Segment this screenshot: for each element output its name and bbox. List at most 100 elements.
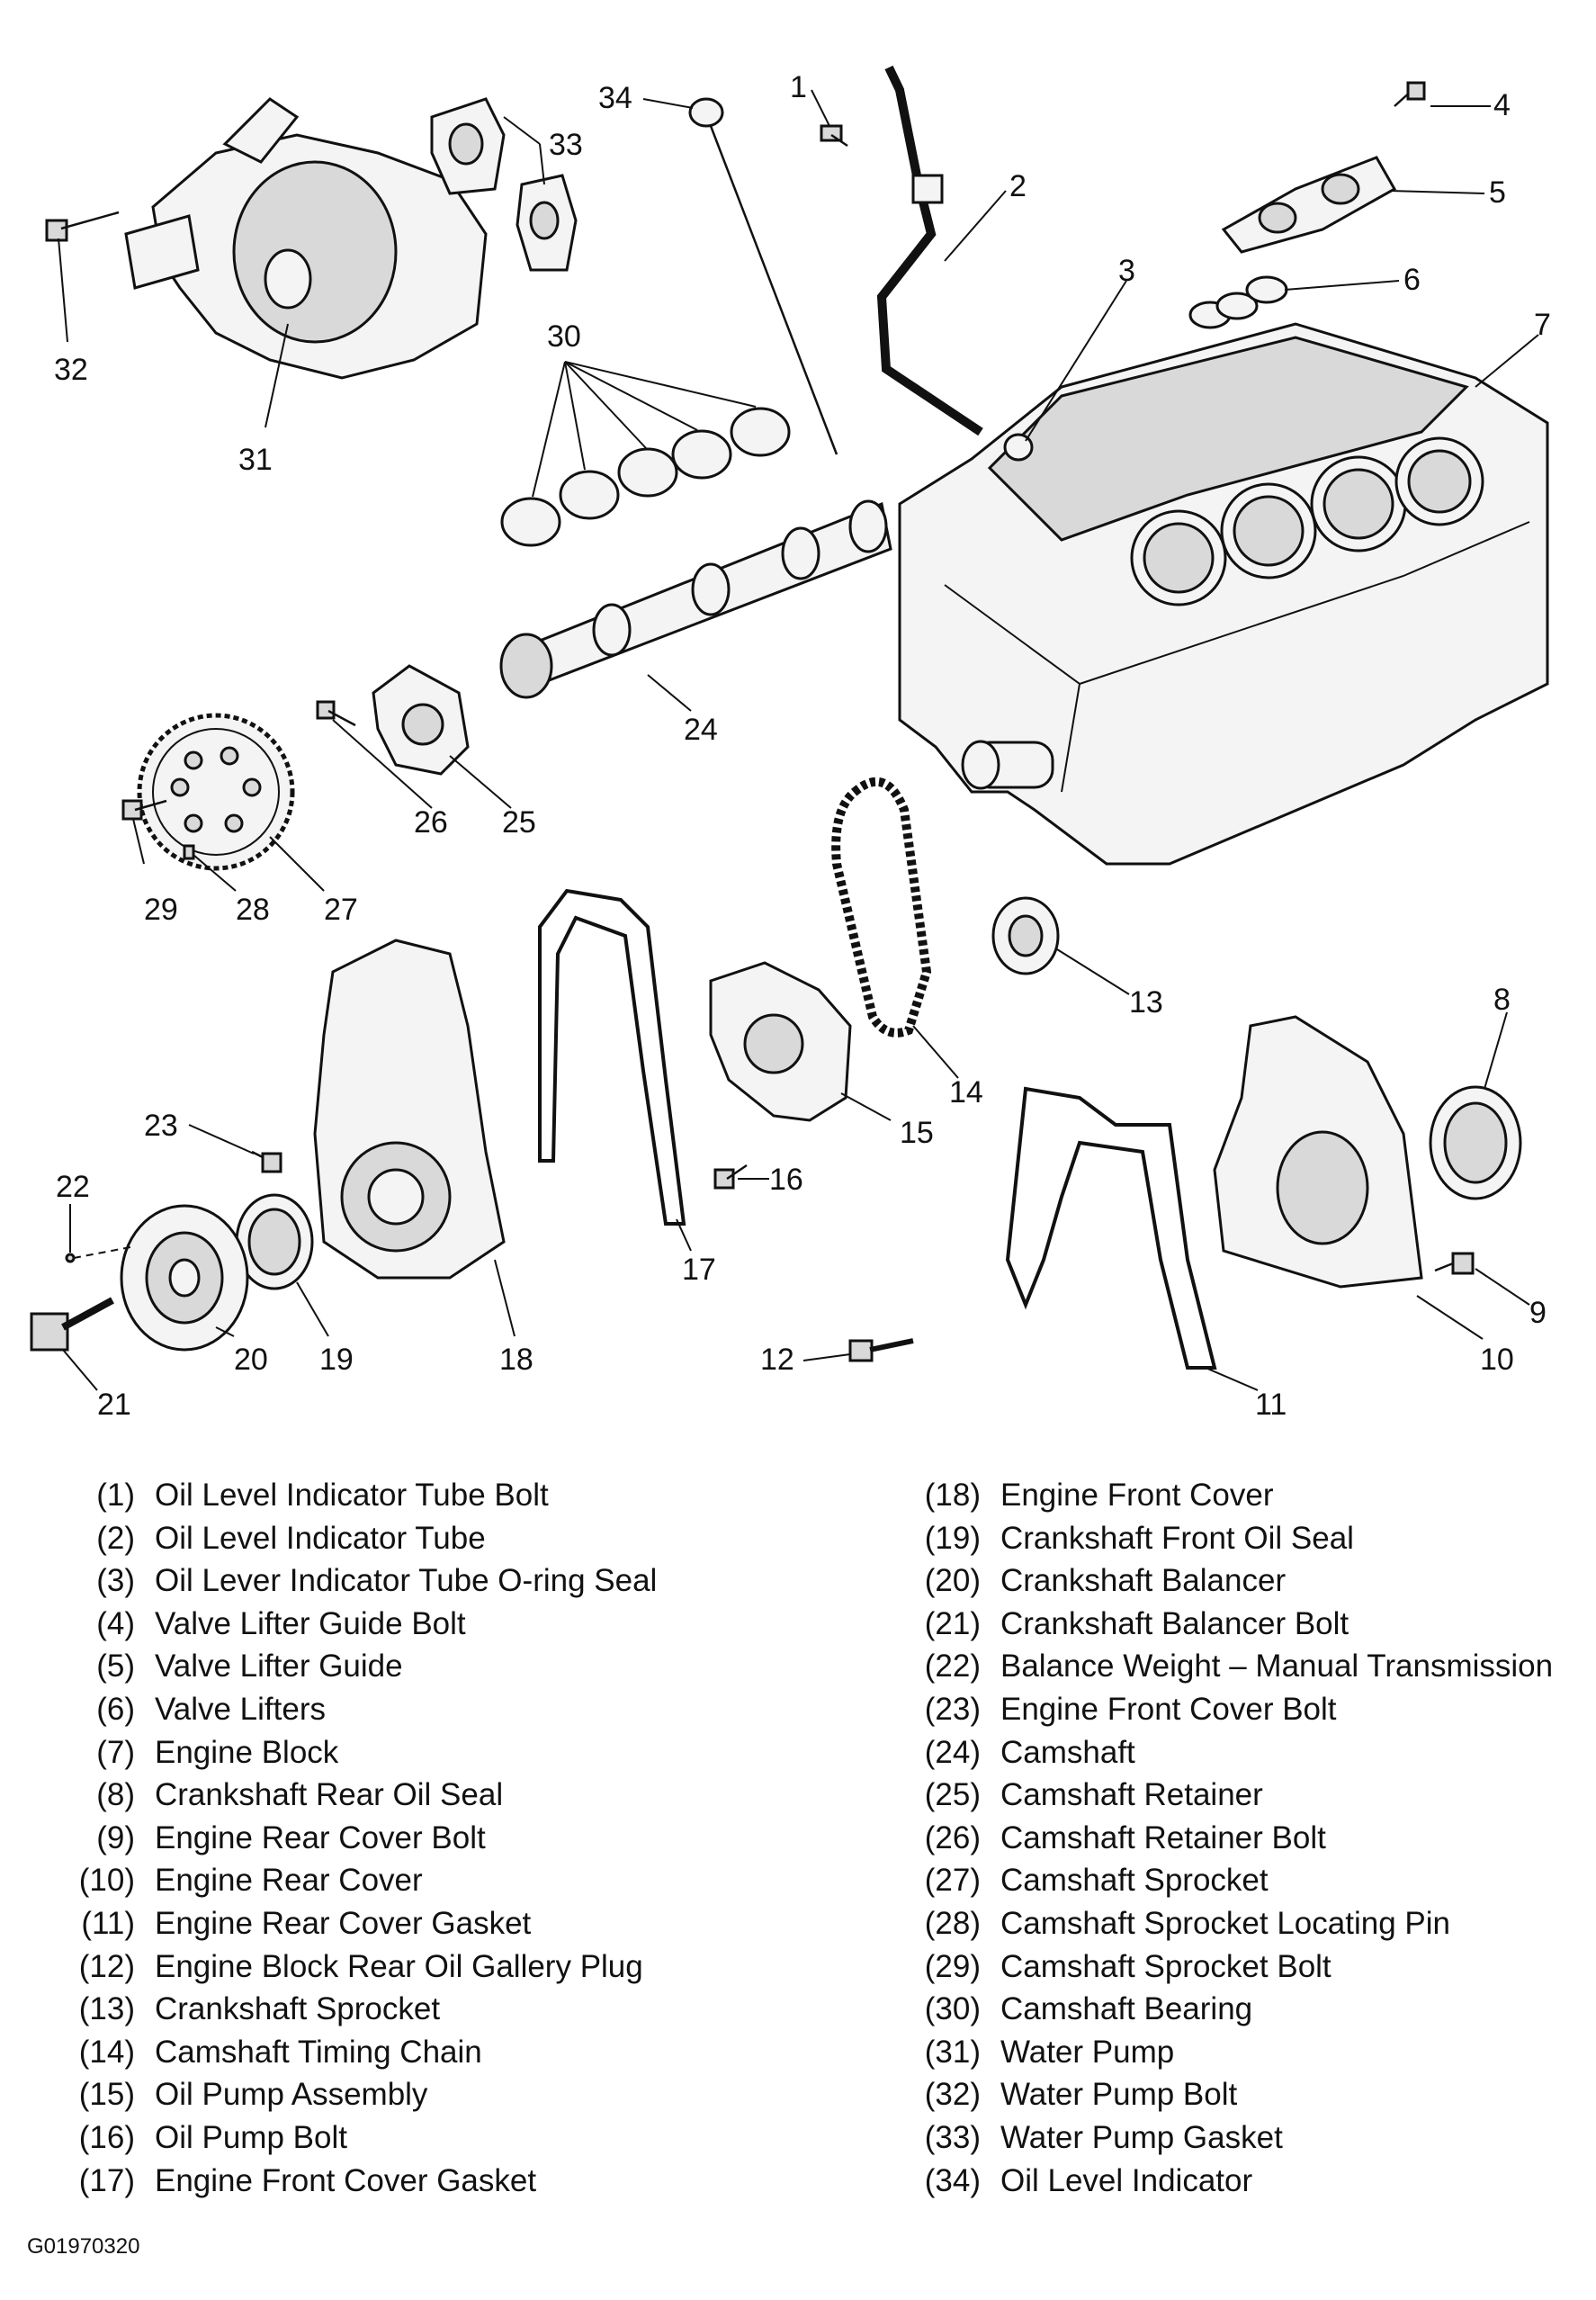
legend-label: Oil Level Indicator Tube Bolt bbox=[155, 1478, 549, 1513]
exploded-engine-diagram: 1 2 3 4 5 6 7 8 9 10 11 12 13 14 15 16 1… bbox=[30, 65, 1551, 1422]
legend-item: (24) Camshaft bbox=[877, 1731, 1553, 1774]
camshaft-retainer bbox=[372, 664, 470, 776]
callout-25: 25 bbox=[502, 805, 536, 840]
legend-item: (23)Engine Front Cover Bolt bbox=[877, 1688, 1553, 1731]
legend-item: (19)Crankshaft Front Oil Seal bbox=[877, 1517, 1553, 1560]
legend-item: (22)Balance Weight – Manual Transmission bbox=[877, 1645, 1553, 1688]
legend-item: (12)Engine Block Rear Oil Gallery Plug bbox=[27, 1945, 657, 1989]
legend-item: (10)Engine Rear Cover bbox=[27, 1859, 657, 1902]
water-pump bbox=[124, 97, 488, 380]
callout-26: 26 bbox=[414, 805, 448, 840]
legend-item: (9)Engine Rear Cover Bolt bbox=[27, 1817, 657, 1860]
legend-item: (14) Camshaft Timing Chain bbox=[27, 2031, 657, 2074]
callout-32: 32 bbox=[54, 353, 88, 387]
legend-item: (6)Valve Lifters bbox=[27, 1688, 657, 1731]
legend-label: Engine Front Cover Bolt bbox=[1000, 1691, 1337, 1727]
legend-number: (2) bbox=[96, 1520, 135, 1556]
water-pump-bolt bbox=[45, 211, 120, 242]
valve-lifter-guide bbox=[1221, 156, 1397, 254]
callout-11: 11 bbox=[1255, 1388, 1287, 1422]
legend-label: Camshaft Retainer bbox=[1000, 1777, 1263, 1813]
camshaft bbox=[499, 499, 892, 699]
legend-label: Engine Block bbox=[155, 1734, 339, 1770]
legend-item: (33)Water Pump Gasket bbox=[877, 2116, 1553, 2160]
legend-number: (14) bbox=[78, 2034, 135, 2070]
legend-label: Crankshaft Balancer bbox=[1000, 1563, 1287, 1599]
callout-numbers: 1 2 3 4 5 6 7 8 9 10 11 12 13 14 15 16 1… bbox=[54, 70, 1551, 1422]
legend-number: (17) bbox=[78, 2162, 135, 2198]
legend-number: (26) bbox=[924, 1819, 981, 1855]
crankshaft-balancer bbox=[120, 1204, 249, 1352]
callout-6: 6 bbox=[1403, 263, 1421, 297]
callout-10: 10 bbox=[1480, 1343, 1514, 1377]
callout-3: 3 bbox=[1118, 254, 1135, 288]
callout-24: 24 bbox=[684, 713, 718, 747]
legend-number: (18) bbox=[924, 1478, 981, 1513]
legend-number: (31) bbox=[924, 2034, 981, 2070]
legend-number: (11) bbox=[81, 1905, 135, 1941]
legend-label: Camshaft Sprocket bbox=[1000, 1863, 1269, 1899]
legend-left: (1)Oil Level Indicator Tube Bolt (2)Oil … bbox=[27, 1474, 658, 2203]
legend-label: Camshaft bbox=[1000, 1734, 1135, 1770]
callout-2: 2 bbox=[1009, 169, 1027, 203]
legend-number: (16) bbox=[78, 2119, 135, 2155]
legend-number: (21) bbox=[924, 1605, 981, 1641]
callout-17: 17 bbox=[682, 1253, 716, 1287]
legend-label: Camshaft Timing Chain bbox=[155, 2034, 482, 2070]
callout-34: 34 bbox=[598, 81, 632, 115]
engine-front-cover bbox=[313, 939, 506, 1280]
legend-number: (8) bbox=[96, 1777, 135, 1813]
legend-number: (9) bbox=[96, 1819, 135, 1855]
legend-item: (8) Crankshaft Rear Oil Seal bbox=[27, 1774, 657, 1817]
callout-15: 15 bbox=[900, 1116, 934, 1150]
camshaft-timing-chain bbox=[831, 777, 932, 1038]
valve-lifter-guide-bolt bbox=[1394, 81, 1426, 107]
legend-label: Water Pump Bolt bbox=[1000, 2077, 1238, 2113]
o-ring-seal bbox=[1003, 433, 1034, 462]
legend-number: (7) bbox=[96, 1734, 135, 1770]
engine-block bbox=[898, 322, 1549, 866]
callout-7: 7 bbox=[1534, 308, 1551, 342]
legend-number: (10) bbox=[78, 1863, 135, 1899]
oil-pump-bolt bbox=[713, 1163, 748, 1190]
legend-item: (16)Oil Pump Bolt bbox=[27, 2116, 657, 2160]
legend-item: (17) Engine Front Cover Gasket bbox=[27, 2160, 657, 2203]
legend-number: (24) bbox=[924, 1734, 981, 1770]
callout-27: 27 bbox=[324, 893, 358, 927]
legend-item: (27)Camshaft Sprocket bbox=[877, 1859, 1553, 1902]
tube-bolt bbox=[820, 124, 848, 148]
callout-14: 14 bbox=[949, 1075, 983, 1110]
valve-lifters bbox=[1188, 275, 1288, 329]
legend-item: (26) Camshaft Retainer Bolt bbox=[877, 1817, 1553, 1860]
legend-number: (28) bbox=[924, 1905, 981, 1941]
legend-number: (3) bbox=[96, 1563, 135, 1599]
legend-label: Engine Rear Cover Gasket bbox=[155, 1905, 532, 1941]
legend-label: Crankshaft Rear Oil Seal bbox=[155, 1777, 504, 1813]
legend-label: Camshaft Bearing bbox=[1000, 1991, 1253, 2027]
callout-28: 28 bbox=[236, 893, 270, 927]
callout-30: 30 bbox=[547, 319, 581, 354]
callout-21: 21 bbox=[97, 1388, 131, 1422]
legend-item: (11) Engine Rear Cover Gasket bbox=[27, 1902, 657, 1945]
engine-rear-cover-bolt bbox=[1434, 1252, 1475, 1275]
legend-label: Camshaft Retainer Bolt bbox=[1000, 1819, 1326, 1855]
legend-item: (3)Oil Lever Indicator Tube O-ring Seal bbox=[27, 1559, 657, 1603]
legend-item: (18)Engine Front Cover bbox=[877, 1474, 1553, 1517]
legend-label: Valve Lifters bbox=[155, 1691, 326, 1727]
legend-label: Water Pump bbox=[1000, 2034, 1175, 2070]
legend-label: Engine Front Cover Gasket bbox=[155, 2162, 537, 2198]
legend-label: Oil Level Indicator Tube bbox=[155, 1520, 486, 1556]
crankshaft-rear-oil-seal bbox=[1429, 1085, 1522, 1200]
legend-number: (33) bbox=[924, 2119, 981, 2155]
crankshaft-sprocket bbox=[991, 896, 1060, 975]
legend-item: (30) Camshaft Bearing bbox=[877, 1988, 1553, 2031]
legend-number: (32) bbox=[924, 2077, 981, 2113]
camshaft-retainer-bolt bbox=[316, 700, 356, 727]
callout-1: 1 bbox=[790, 70, 807, 104]
legend-number: (30) bbox=[924, 1991, 981, 2027]
legend-label: Oil Level Indicator bbox=[1000, 2162, 1253, 2198]
callout-31: 31 bbox=[238, 443, 273, 477]
legend-item: (25)Camshaft Retainer bbox=[877, 1774, 1553, 1817]
legend-number: (20) bbox=[924, 1563, 981, 1599]
balance-weight bbox=[65, 1245, 136, 1263]
